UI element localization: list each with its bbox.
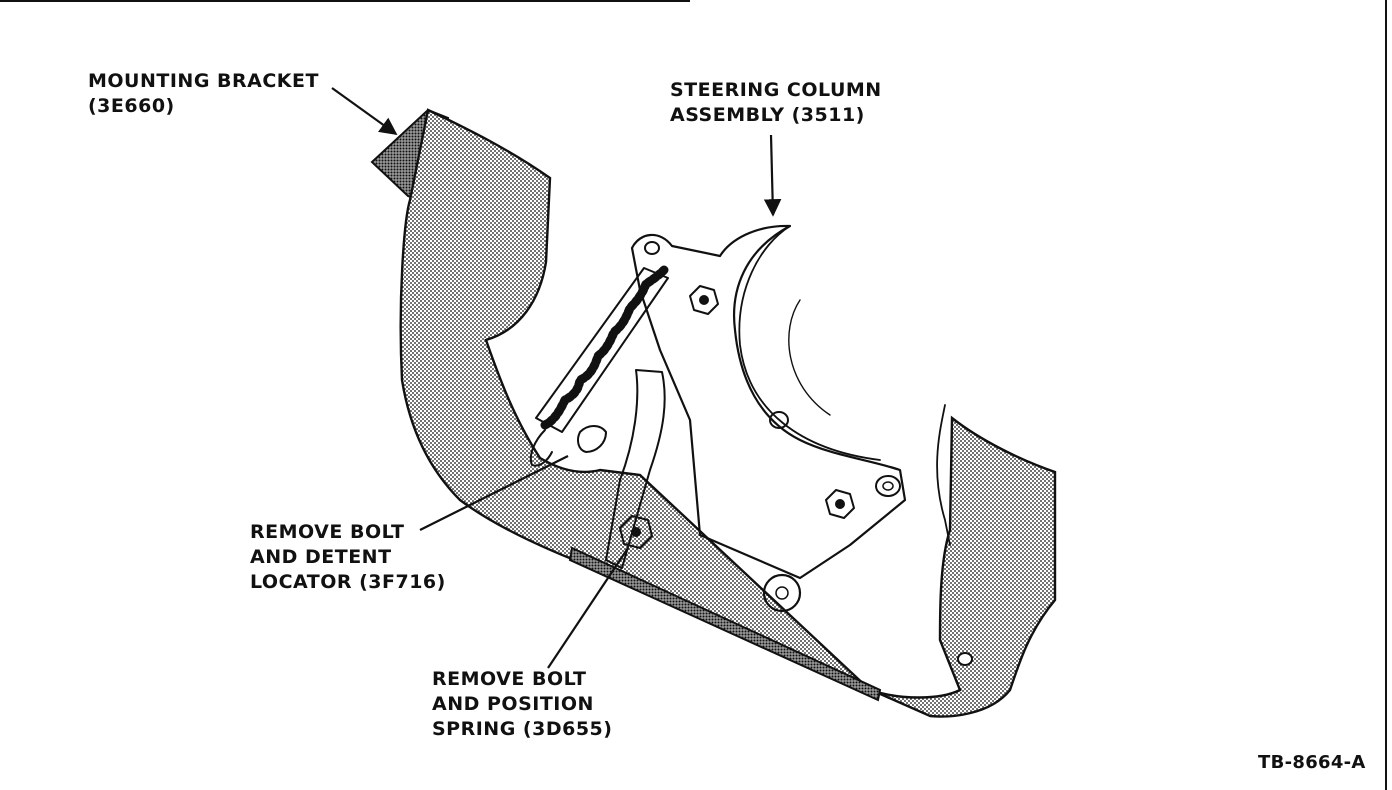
- label-mounting-bracket-line1: MOUNTING BRACKET: [88, 70, 319, 92]
- front-round-bolt: [762, 573, 802, 613]
- bracket-front-flange: [568, 546, 882, 702]
- column-right-edge: [936, 404, 951, 546]
- spring-outline: [535, 267, 669, 433]
- leader-detent-locator: [419, 455, 569, 531]
- leader-position-spring: [547, 547, 629, 669]
- bracket-hole: [957, 652, 973, 666]
- label-position-spring: REMOVE BOLT AND POSITION SPRING (3D655): [432, 667, 612, 742]
- spring-coil: [540, 265, 669, 430]
- label-mounting-bracket-line2: (3E660): [88, 95, 175, 117]
- label-detent-locator: REMOVE BOLT AND DETENT LOCATOR (3F716): [250, 520, 446, 595]
- column-flange-plate: [630, 224, 907, 580]
- label-steering-column-line1: STEERING COLUMN: [670, 79, 882, 101]
- detent-pin: [577, 425, 607, 453]
- label-position-spring-line2: AND POSITION: [432, 693, 594, 715]
- spring-hook: [529, 429, 553, 467]
- label-position-spring-line1: REMOVE BOLT: [432, 668, 587, 690]
- detent-locator-arm: [605, 369, 666, 569]
- label-steering-column: STEERING COLUMN ASSEMBLY (3511): [670, 78, 882, 128]
- flange-bolt-small: [769, 411, 789, 429]
- mounting-bracket: [370, 108, 1057, 718]
- position-spring: [529, 265, 669, 467]
- flange-bolt-upper: [689, 285, 719, 315]
- leader-steering-column: [763, 134, 782, 217]
- bracket-body: [399, 108, 1057, 718]
- flange-ear-hole: [644, 241, 660, 255]
- steering-column-assembly: [619, 224, 951, 613]
- leader-mounting-bracket: [331, 87, 398, 136]
- label-detent-locator-line3: LOCATOR (3F716): [250, 571, 446, 593]
- flange-bolt-lower: [825, 489, 855, 519]
- column-bore-outline: [738, 225, 881, 461]
- column-inner-arc: [788, 299, 831, 416]
- label-position-spring-line3: SPRING (3D655): [432, 718, 613, 740]
- label-steering-column-line2: ASSEMBLY (3511): [670, 104, 865, 126]
- label-detent-locator-line1: REMOVE BOLT: [250, 521, 405, 543]
- figure-id: TB-8664-A: [1258, 752, 1366, 773]
- label-mounting-bracket: MOUNTING BRACKET (3E660): [88, 69, 319, 119]
- flange-bolt-right: [875, 475, 901, 497]
- label-detent-locator-line2: AND DETENT: [250, 546, 392, 568]
